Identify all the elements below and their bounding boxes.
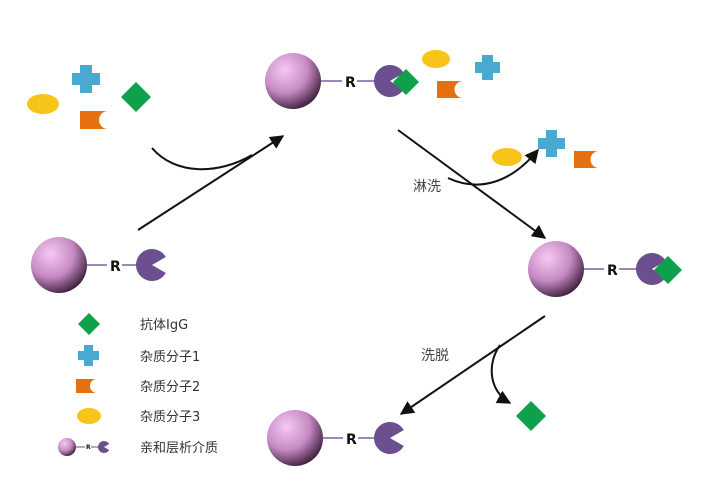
r-label: R xyxy=(86,444,91,451)
bead xyxy=(265,53,321,109)
legend-item-impurity-3: 杂质分子3 xyxy=(77,408,200,425)
impurity-1-cross-top xyxy=(475,55,500,80)
legend-label: 杂质分子3 xyxy=(140,410,200,425)
impurity-3-ellipse-washed xyxy=(492,148,522,166)
impurity-1-cross-washed xyxy=(538,130,565,157)
wash-curve xyxy=(447,148,539,186)
affinity-medium-bottom: R xyxy=(267,410,404,466)
impurity-2-halfrect-top xyxy=(437,81,463,98)
diamond-icon xyxy=(78,313,100,335)
legend-item-affinity-medium: R 亲和层析介质 xyxy=(58,438,218,456)
ligand xyxy=(374,422,404,454)
legend-label: 抗体IgG xyxy=(140,318,188,333)
legend: 抗体IgG 杂质分子1 杂质分子2 杂质分子3 R 亲和层析介质 xyxy=(58,313,218,456)
affinity-medium-left: R xyxy=(31,237,166,293)
affinity-medium-bound-right: R xyxy=(528,241,682,297)
igg-diamond xyxy=(654,256,682,284)
elute-label: 洗脱 xyxy=(421,348,449,364)
igg-diamond-topleft xyxy=(121,82,151,112)
impurity-2-halfrect-topleft xyxy=(80,111,108,129)
r-label: R xyxy=(346,432,357,448)
legend-item-impurity-1: 杂质分子1 xyxy=(78,345,200,366)
ellipse-icon xyxy=(77,408,101,424)
r-label: R xyxy=(607,263,618,279)
ligand-icon xyxy=(98,441,110,453)
r-label: R xyxy=(345,75,356,91)
igg-diamond xyxy=(393,69,419,95)
elute-curve xyxy=(490,344,512,404)
r-label: R xyxy=(110,259,121,275)
impurity-3-ellipse-top xyxy=(422,50,450,68)
legend-item-impurity-2: 杂质分子2 xyxy=(76,379,200,395)
loading-arrow xyxy=(137,135,285,231)
bead xyxy=(528,241,584,297)
legend-label: 杂质分子2 xyxy=(140,380,200,395)
loading-curve xyxy=(151,147,253,171)
cross-icon xyxy=(78,345,99,366)
half-rect-icon xyxy=(76,379,97,393)
impurity-3-ellipse-topleft xyxy=(27,94,59,114)
igg-diamond-eluted xyxy=(516,401,546,431)
legend-item-igg: 抗体IgG xyxy=(78,313,188,335)
legend-label: 亲和层析介质 xyxy=(140,441,218,456)
impurity-1-cross-topleft xyxy=(72,65,100,93)
impurity-2-halfrect-washed xyxy=(574,151,599,168)
elute-arrow xyxy=(399,315,546,415)
bead xyxy=(31,237,87,293)
affinity-medium-bound-top: R xyxy=(265,53,419,109)
ligand xyxy=(136,249,166,281)
wash-label: 淋洗 xyxy=(413,179,441,195)
legend-label: 杂质分子1 xyxy=(140,350,200,365)
bead-icon xyxy=(58,438,76,456)
bead xyxy=(267,410,323,466)
